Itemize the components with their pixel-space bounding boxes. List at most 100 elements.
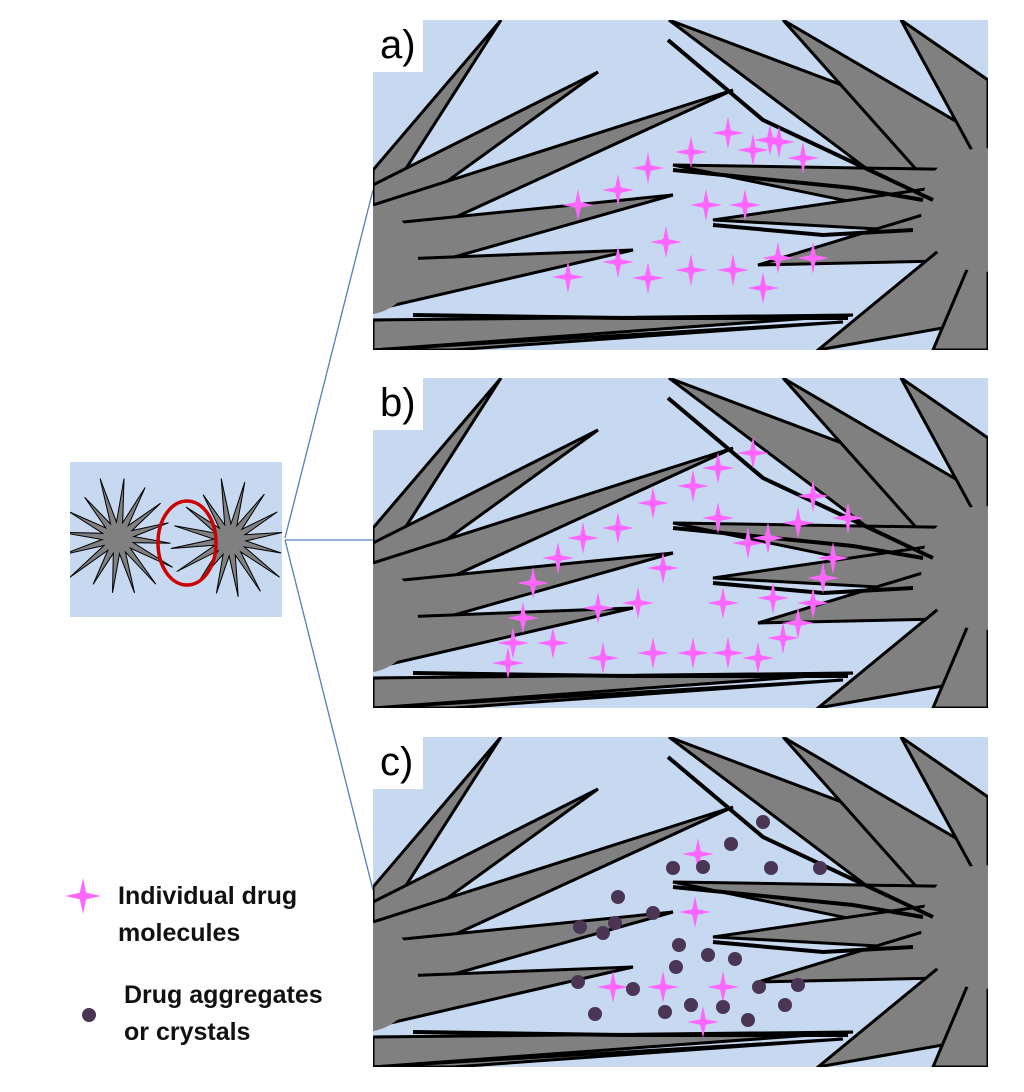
- drug-aggregate: [672, 938, 686, 952]
- spike-edge: [712, 940, 914, 955]
- legend-star-marker: [65, 878, 101, 914]
- drug-aggregate: [573, 920, 587, 934]
- drug-molecule: [782, 507, 814, 539]
- drug-molecule: [737, 134, 769, 166]
- particle-spike: [373, 446, 734, 615]
- particle-spike: [373, 805, 734, 974]
- drug-molecule: [602, 246, 634, 278]
- drug-molecule: [702, 452, 734, 484]
- drug-aggregate: [684, 998, 698, 1012]
- drug-molecule: [632, 152, 664, 184]
- drug-molecule: [647, 971, 679, 1003]
- legend-individual-line1: Individual drug: [118, 882, 297, 910]
- drug-molecule: [562, 189, 594, 221]
- spike-edge: [672, 526, 924, 560]
- legend-aggregate-line2: or crystals: [124, 1018, 250, 1046]
- drug-molecule: [650, 226, 682, 258]
- drug-molecule: [507, 602, 539, 634]
- drug-molecule: [817, 542, 849, 574]
- drug-aggregate: [646, 906, 660, 920]
- drug-molecule: [497, 627, 529, 659]
- drug-molecule: [647, 552, 679, 584]
- drug-molecule: [492, 647, 524, 679]
- drug-aggregate: [611, 890, 625, 904]
- spike-edge: [666, 755, 934, 919]
- particle-core-left: [373, 563, 418, 673]
- drug-aggregate: [666, 861, 680, 875]
- drug-molecule: [677, 637, 709, 669]
- particle-spike: [373, 606, 634, 670]
- legend-aggregate-line1: Drug aggregates: [124, 981, 323, 1009]
- connector-line: [284, 539, 374, 891]
- drug-aggregate: [696, 860, 710, 874]
- legend-individual-line2: molecules: [118, 919, 240, 947]
- particle-spike: [899, 20, 988, 181]
- particle-spike: [373, 1037, 844, 1067]
- drug-molecule: [537, 627, 569, 659]
- drug-molecule: [732, 527, 764, 559]
- drug-aggregate: [791, 978, 805, 992]
- drug-molecule: [542, 542, 574, 574]
- drug-aggregate: [778, 998, 792, 1012]
- drug-aggregate: [728, 952, 742, 966]
- panel-label-background: [373, 20, 423, 72]
- drug-molecule: [567, 522, 599, 554]
- drug-aggregate: [608, 916, 622, 930]
- drug-molecule: [712, 117, 744, 149]
- drug-molecule: [675, 254, 707, 286]
- drug-molecule: [637, 487, 669, 519]
- drug-aggregate: [756, 815, 770, 829]
- drug-molecule: [602, 174, 634, 206]
- particle-core-left: [373, 205, 418, 315]
- drug-aggregate: [813, 861, 827, 875]
- legend: Individual drug molecules Drug aggregate…: [65, 878, 323, 1046]
- spike-edge: [412, 671, 848, 678]
- connector-line: [284, 189, 374, 539]
- highlight-circle: [156, 499, 218, 587]
- drug-molecule: [729, 189, 761, 221]
- spike-edge: [412, 1030, 848, 1037]
- panel-label-background: [373, 378, 423, 430]
- drug-molecule: [517, 567, 549, 599]
- drug-aggregate: [669, 960, 683, 974]
- spike-edge: [666, 396, 934, 560]
- thumbnail-particle-left: [70, 478, 173, 594]
- overview-thumbnail: [70, 462, 282, 617]
- drug-molecule: [752, 522, 784, 554]
- molecule-icon: [65, 878, 101, 914]
- drug-molecule: [637, 637, 669, 669]
- drug-molecule: [597, 971, 629, 1003]
- drug-molecule: [797, 587, 829, 619]
- particle-spike: [373, 678, 844, 708]
- drug-molecule: [675, 136, 707, 168]
- drug-molecule: [762, 242, 794, 274]
- drug-aggregate: [716, 1000, 730, 1014]
- panel-c: c): [373, 737, 988, 1067]
- drug-molecule: [587, 642, 619, 674]
- drug-aggregate: [571, 975, 585, 989]
- drug-molecule: [679, 896, 711, 928]
- drug-molecule: [687, 1006, 719, 1038]
- panel-content: [373, 20, 988, 350]
- spike-edge: [712, 223, 914, 238]
- drug-molecule: [763, 126, 795, 158]
- panel-label-background: [373, 737, 423, 789]
- spike-edge: [672, 168, 924, 202]
- drug-molecule: [690, 189, 722, 221]
- panel-label: c): [380, 740, 413, 784]
- legend-aggregate-marker: [82, 1008, 96, 1022]
- drug-molecule: [682, 838, 714, 870]
- particle-spike: [373, 965, 634, 1029]
- drug-aggregate: [741, 1013, 755, 1027]
- drug-aggregate: [596, 926, 610, 940]
- spike-edge: [672, 885, 924, 919]
- drug-molecule: [712, 637, 744, 669]
- drug-aggregate: [626, 982, 640, 996]
- drug-molecule: [747, 272, 779, 304]
- particle-spike: [899, 378, 988, 539]
- drug-molecule: [807, 562, 839, 594]
- particle-spike: [373, 320, 844, 350]
- particle-core-right: [921, 148, 988, 272]
- drug-molecule: [552, 261, 584, 293]
- panel-b: b): [373, 378, 988, 708]
